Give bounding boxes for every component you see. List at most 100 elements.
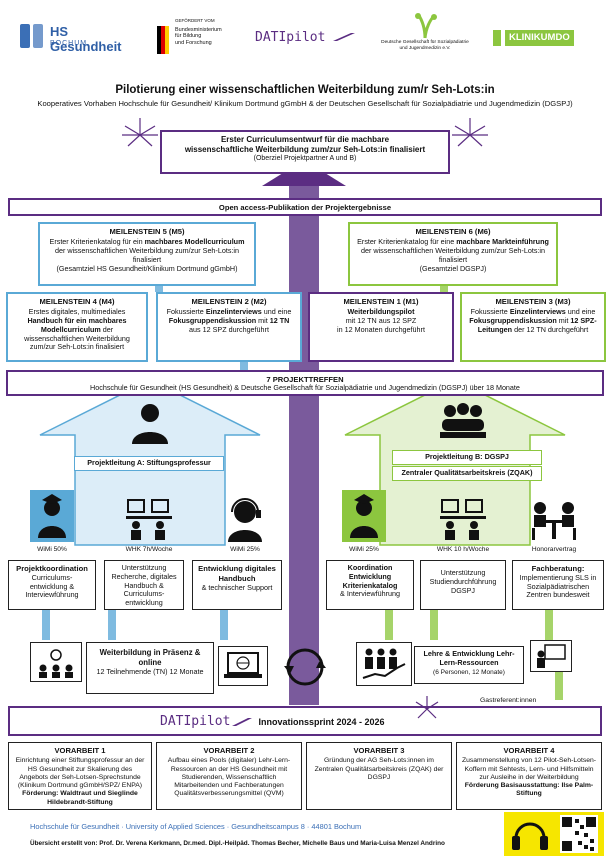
task-6-title: Fachberatung: xyxy=(531,564,585,573)
m3-text-2: und eine xyxy=(565,307,596,317)
meetings-text: Hochschule für Gesundheit (HS Gesundheit… xyxy=(90,383,520,393)
m6-text-1: Erster Kriterienkatalog für eine xyxy=(357,237,457,247)
m3-text-bold-2: Fokusgruppendiskussion xyxy=(469,316,557,326)
blue-connector-6 xyxy=(240,360,248,372)
va4-title: VORARBEIT 4 xyxy=(503,746,555,755)
cycle-arrows-icon xyxy=(284,648,326,686)
meeting-group-icon xyxy=(440,403,486,438)
central-purple-shaft xyxy=(289,180,319,705)
m2-title: MEILENSTEIN 2 (M2) xyxy=(191,297,267,306)
m6-title: MEILENSTEIN 6 (M6) xyxy=(415,227,491,236)
lead-b-label: Projektleitung B: DGSPJ xyxy=(392,450,542,465)
va4-text: Zusammenstellung von 12 Pilot-Seh-Lotsen… xyxy=(461,757,597,781)
dgspj-logo: Deutsche Gesellschaft für Sozialpädiatri… xyxy=(370,10,480,58)
lead-b-text: Projektleitung B: DGSPJ xyxy=(425,452,509,461)
green-connector-2 xyxy=(430,610,438,640)
sprint-logo: DATIpilot xyxy=(160,714,231,729)
klinikum-name: KLINIKUM xyxy=(509,32,556,43)
va4-funding: Förderung Basisausstattung: Ilse Palm-St… xyxy=(464,782,594,798)
eagle-icon xyxy=(157,26,169,54)
training-icon-box xyxy=(30,642,82,682)
wimi-icon-right xyxy=(342,490,386,542)
m3-title: MEILENSTEIN 3 (M3) xyxy=(495,297,571,306)
innovation-sprint-bar: DATIpilot Innovationssprint 2024 - 2026 xyxy=(8,706,602,736)
task-kriterienkatalog: Koordination Entwicklung Kriterienkatalo… xyxy=(326,560,414,610)
m2-text-1: Fokussierte xyxy=(166,307,206,317)
va2-text: Aufbau eines Pools (digitaler) Lehr-Lern… xyxy=(167,757,291,798)
m5-text-1: Erster Kriterienkatalog für ein xyxy=(49,237,145,247)
datipilot-logo-top: DATIpilot xyxy=(255,30,356,45)
task-3-title: Entwicklung digitales Handbuch xyxy=(198,564,276,583)
computer-workers-icon-right xyxy=(440,499,486,540)
audio-qr-panel xyxy=(504,812,604,856)
m2-text-2: und eine xyxy=(261,307,292,317)
lead-a-text: Projektleitung A: Stiftungsprofessur xyxy=(87,458,211,467)
headphones-icon xyxy=(512,822,548,850)
role-whk-10: WHK 10 h/Woche xyxy=(436,546,490,553)
m3-text-bold-3: 12 SPZ-Leitungen xyxy=(477,316,597,334)
lead-a-label: Projektleitung A: Stiftungsprofessur xyxy=(74,456,224,471)
goal-box: Erster Curriculumsentwurf für die machba… xyxy=(160,130,450,174)
vorarbeit-1: VORARBEIT 1 Einrichtung einer Stiftungsp… xyxy=(8,742,152,810)
m5-title: MEILENSTEIN 5 (M5) xyxy=(109,227,185,236)
laptop-globe-icon xyxy=(224,652,262,678)
m3-text-3: mit xyxy=(556,316,571,326)
milestone-5: MEILENSTEIN 5 (M5) Erster Kriterienkatal… xyxy=(38,222,256,286)
milestone-6: MEILENSTEIN 6 (M6) Erster Kriterienkatal… xyxy=(348,222,558,286)
goal-line-3: (Oberziel Projektpartner A und B) xyxy=(253,154,357,162)
blue-connector-3 xyxy=(220,610,228,640)
green-connector-3 xyxy=(545,610,553,640)
klinikum-do: DO xyxy=(555,32,570,43)
va1-funding: Förderung: Waldtraut und Sieglinde Hilde… xyxy=(22,790,138,806)
task-digitales-handbuch: Entwicklung digitales Handbuch & technis… xyxy=(192,560,282,610)
m2-text-bold-2: Fokusgruppendiskussion xyxy=(168,316,257,326)
resources-text: (6 Personen, 12 Monate) xyxy=(433,668,505,676)
m4-text-bold: Handbuch für ein machbares Modellcurricu… xyxy=(27,316,127,334)
bmbf-small: GEFÖRDERT VOM xyxy=(175,18,215,23)
sprint-text: Innovationssprint 2024 - 2026 xyxy=(258,717,385,727)
guest-speakers-label: Gastreferent:innen xyxy=(480,697,537,704)
bmbf-name: Bundesministerium für Bildung und Forsch… xyxy=(175,27,222,46)
milestone-1: MEILENSTEIN 1 (M1) Weiterbildungspilot m… xyxy=(308,292,454,362)
open-access-bar: Open access-Publikation der Projektergeb… xyxy=(8,198,602,216)
m6-text-bold: machbare Markteinführung xyxy=(456,237,549,247)
vorarbeit-4: VORARBEIT 4 Zusammenstellung von 12 Pilo… xyxy=(456,742,602,810)
va3-text: Gründung der AG Seh-Lots:innen im Zentra… xyxy=(314,757,444,781)
dgspj-name: Deutsche Gesellschaft für Sozialpädiatri… xyxy=(381,40,469,51)
training-text: 12 Teilnehmende (TN) 12 Monate xyxy=(96,666,204,676)
online-icon-box xyxy=(218,646,268,686)
role-honorar: Honorarvertrag xyxy=(531,546,577,553)
zqak-text: Zentraler Qualitätsarbeitskreis (ZQAK) xyxy=(401,468,533,477)
m1-title: MEILENSTEIN 1 (M1) xyxy=(343,297,419,306)
task-4-title: Koordination Entwicklung Kriterienkatalo… xyxy=(342,563,398,590)
dgspj-plant-icon xyxy=(415,13,437,39)
role-wimi-25-right: WiMi 25% xyxy=(349,546,379,553)
role-wimi-25-left: WiMi 25% xyxy=(230,546,260,553)
people-growth-icon xyxy=(362,648,406,679)
va3-title: VORARBEIT 3 xyxy=(353,746,405,755)
task-5-text: Unterstützung Studiendurchführung DGSPJ xyxy=(429,568,497,595)
qr-code-icon xyxy=(560,815,598,853)
m3-text-4: der 12 TN durchgeführt xyxy=(512,324,589,334)
hs-gesundheit-logo: HS Gesundheit BOCHUM xyxy=(18,22,138,54)
task-3-text: & technischer Support xyxy=(201,582,273,592)
sprint-firework-icon xyxy=(415,696,439,719)
datipilot-slash-icon xyxy=(333,32,356,41)
computer-workers-icon-left xyxy=(126,499,172,540)
datipilot-text: DATIpilot xyxy=(255,30,326,45)
m6-text-2: der wissenschaftlichen Weiterbildung zum… xyxy=(360,246,546,264)
m4-text-2: der wissenschaftlichen Weiterbildung zum… xyxy=(24,324,130,352)
green-connector-1 xyxy=(385,610,393,640)
m4-title: MEILENSTEIN 4 (M4) xyxy=(39,297,115,306)
zqak-label: Zentraler Qualitätsarbeitskreis (ZQAK) xyxy=(392,466,542,481)
wimi-icon-left xyxy=(30,490,74,542)
support-agent-icon xyxy=(228,498,262,542)
m2-text-bold-1: Einzelinterviews xyxy=(205,307,262,317)
task-6-text: Implementierung SLS in Sozialpädiatrisch… xyxy=(519,572,597,600)
sprint-slash-icon xyxy=(232,718,253,727)
task-unterstuetzung-recherche: Unterstützung Recherche, digitales Handb… xyxy=(104,560,184,610)
page-subtitle: Kooperatives Vorhaben Hochschule für Ges… xyxy=(37,99,573,108)
klinikum-cross-icon xyxy=(493,30,501,46)
training-title: Weiterbildung in Präsenz & online xyxy=(99,648,201,667)
task-1-text: Curriculums-entwicklung & Interviewführu… xyxy=(25,572,79,600)
